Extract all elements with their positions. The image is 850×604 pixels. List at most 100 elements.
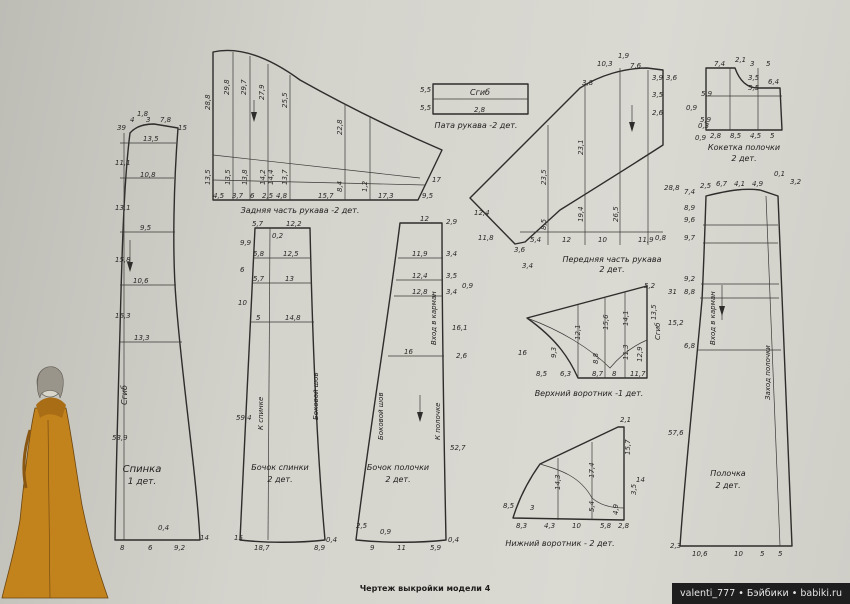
svg-text:12,9: 12,9 — [636, 346, 644, 362]
back-side-right-label: Боковой шов — [312, 372, 320, 420]
front-side-count: 2 дет. — [385, 475, 410, 484]
svg-text:7,8: 7,8 — [160, 116, 172, 124]
svg-text:4,9: 4,9 — [752, 180, 764, 188]
svg-text:14,4: 14,4 — [267, 169, 275, 185]
lower-collar-guides — [539, 442, 625, 520]
cuff-dims: 5,5 5,5 2,8 — [420, 86, 486, 114]
svg-text:13,3: 13,3 — [134, 334, 150, 342]
sleeve-back-name: Задняя часть рукава -2 дет. — [241, 206, 360, 215]
sleeve-front-outline — [469, 67, 664, 245]
back-side-left-label: К спинке — [257, 397, 265, 430]
svg-text:8,5: 8,5 — [730, 132, 742, 140]
svg-text:2,8: 2,8 — [710, 132, 722, 140]
svg-text:14,3: 14,3 — [554, 474, 562, 490]
svg-text:8,5: 8,5 — [503, 502, 515, 510]
svg-text:8,9: 8,9 — [314, 544, 326, 552]
svg-text:5,4: 5,4 — [530, 236, 541, 244]
svg-text:8,5: 8,5 — [536, 370, 548, 378]
svg-text:0,4: 0,4 — [326, 536, 337, 544]
svg-text:28,8: 28,8 — [664, 184, 680, 192]
svg-text:12,2: 12,2 — [286, 220, 302, 228]
svg-text:2,1: 2,1 — [620, 416, 631, 424]
svg-text:23,5: 23,5 — [540, 169, 548, 185]
svg-text:53,9: 53,9 — [112, 434, 128, 442]
svg-text:0,4: 0,4 — [158, 524, 169, 532]
svg-text:3: 3 — [530, 504, 534, 512]
svg-text:17,4: 17,4 — [588, 462, 596, 478]
watermark: valenti_777 • Бэйбики • babiki.ru — [672, 583, 850, 604]
svg-text:15: 15 — [234, 534, 243, 542]
svg-text:5,7: 5,7 — [253, 275, 265, 283]
svg-text:8: 8 — [120, 544, 125, 552]
svg-text:15,8: 15,8 — [115, 256, 131, 264]
lower-collar-outline — [512, 426, 625, 521]
svg-text:17,3: 17,3 — [378, 192, 394, 200]
svg-text:3,5: 3,5 — [748, 74, 760, 82]
svg-text:16,1: 16,1 — [452, 324, 468, 332]
svg-text:28,8: 28,8 — [204, 94, 212, 110]
svg-text:0,9: 0,9 — [695, 134, 707, 142]
sleeve-front-guides — [520, 68, 663, 245]
front-side-left-label: Боковой шов — [377, 392, 385, 440]
svg-text:39: 39 — [117, 124, 126, 132]
svg-text:15: 15 — [178, 124, 187, 132]
svg-text:2,1: 2,1 — [735, 56, 746, 64]
svg-text:9: 9 — [370, 544, 375, 552]
svg-text:10,8: 10,8 — [140, 171, 156, 179]
svg-text:16: 16 — [518, 349, 527, 357]
svg-text:3,4: 3,4 — [522, 262, 533, 270]
svg-text:7,6: 7,6 — [630, 62, 642, 70]
svg-text:2,6: 2,6 — [456, 352, 468, 360]
svg-text:7,4: 7,4 — [684, 188, 695, 196]
svg-text:14,2: 14,2 — [259, 169, 267, 185]
svg-text:0,2: 0,2 — [272, 232, 284, 240]
svg-text:4: 4 — [130, 116, 134, 124]
svg-text:12,5: 12,5 — [283, 250, 299, 258]
svg-text:29,8: 29,8 — [223, 79, 231, 95]
svg-text:5,4: 5,4 — [588, 501, 596, 512]
svg-text:29,7: 29,7 — [240, 79, 248, 95]
svg-text:9,5: 9,5 — [140, 224, 152, 232]
svg-text:5,5: 5,5 — [420, 104, 432, 112]
svg-text:3,6: 3,6 — [514, 246, 526, 254]
front-pocket: Вход в карман — [709, 291, 717, 345]
svg-text:4,5: 4,5 — [213, 192, 225, 200]
svg-text:14: 14 — [636, 476, 645, 484]
svg-text:27,9: 27,9 — [258, 84, 266, 100]
back-fold: Сгиб — [120, 385, 129, 405]
svg-text:6: 6 — [148, 544, 153, 552]
svg-text:13: 13 — [285, 275, 294, 283]
yoke-dims: 7,4 2,1 3 5 5,9 3,5 5,5 6,4 0,9 5,9 0,3 … — [686, 56, 779, 142]
svg-text:4,9: 4,9 — [612, 503, 620, 515]
yoke-name: Кокетка полочки — [708, 143, 780, 152]
svg-text:10: 10 — [598, 236, 607, 244]
svg-text:9,6: 9,6 — [684, 216, 696, 224]
svg-text:9,2: 9,2 — [684, 275, 696, 283]
svg-text:6,8: 6,8 — [684, 342, 696, 350]
svg-text:12: 12 — [420, 215, 429, 223]
cuff-fold: Сгиб — [470, 88, 490, 97]
svg-text:10: 10 — [238, 299, 247, 307]
svg-text:13,8: 13,8 — [241, 169, 249, 185]
svg-text:3,7: 3,7 — [232, 192, 244, 200]
front-side-pocket: Вход в карман — [430, 291, 438, 345]
front-side-right-label: К полочке — [434, 403, 442, 440]
upper-collar-dims: 15,6 14,1 12,1 9,3 11,3 8,8 12,9 16 8,5 … — [518, 282, 658, 378]
svg-text:6,7: 6,7 — [716, 180, 728, 188]
svg-text:11: 11 — [397, 544, 406, 552]
svg-text:8,7: 8,7 — [592, 370, 604, 378]
svg-text:6: 6 — [250, 192, 255, 200]
svg-text:6,4: 6,4 — [768, 78, 779, 86]
svg-text:5,5: 5,5 — [420, 86, 432, 94]
svg-text:2,9: 2,9 — [446, 218, 458, 226]
svg-text:12,8: 12,8 — [412, 288, 428, 296]
svg-text:9,7: 9,7 — [684, 234, 696, 242]
front-side-guides — [388, 257, 444, 422]
svg-text:3,5: 3,5 — [446, 272, 458, 280]
svg-text:3,2: 3,2 — [790, 178, 802, 186]
svg-text:2,5: 2,5 — [356, 522, 368, 530]
svg-text:1,9: 1,9 — [618, 52, 630, 60]
svg-text:10,6: 10,6 — [133, 277, 149, 285]
svg-text:2,6: 2,6 — [652, 109, 664, 117]
